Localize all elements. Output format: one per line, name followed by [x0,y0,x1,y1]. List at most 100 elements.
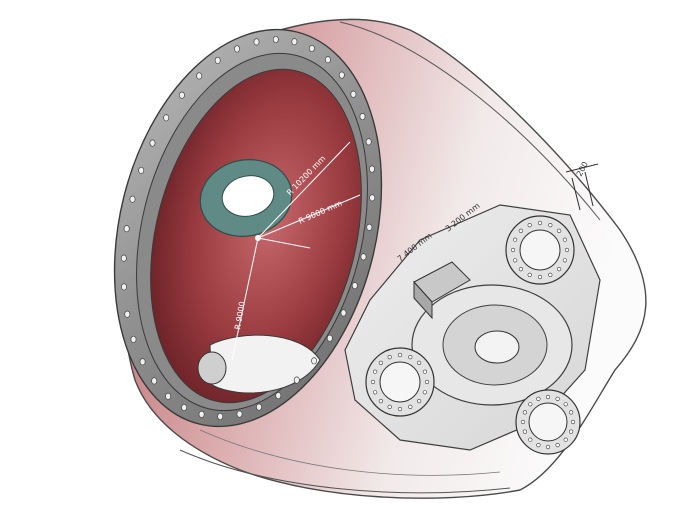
port-bolt-hole [548,223,553,228]
flange-bolt-hole [198,410,205,418]
port-bolt-hole [556,267,562,272]
flange-bolt-hole [123,225,130,233]
flange-bolt-hole [139,358,146,366]
flange-bolt-hole [178,91,185,99]
port-bolt-hole [564,247,570,253]
flange-bolt-hole [121,283,127,291]
port-bolt-hole [562,237,568,242]
port-bolt-hole [422,390,428,395]
port-bolt-hole [417,360,422,366]
port-bolt-hole [527,223,532,228]
inner-small-port [197,351,227,385]
port-bolt-hole [528,437,533,442]
port-bolt-hole [555,396,560,402]
port-bolt-hole [545,394,551,400]
flange-bolt-hole [351,282,358,290]
port-bolt-hole [417,399,422,404]
flange-bolt-hole [293,376,300,384]
flange-bolt-hole [338,71,345,79]
flange-bolt-hole [130,335,137,343]
flange-bolt-hole [308,44,315,53]
flange-bolt-hole [311,357,318,365]
port-bolt-hole [528,402,533,407]
port-bolt-hole [536,443,541,448]
flange-bolt-hole [365,138,372,146]
port-bolt-hole [545,444,551,450]
port-bolt-hole [373,369,378,374]
port-bolt-hole [512,258,518,263]
shell-contour-top [339,21,601,221]
port-bolt-hole [537,274,543,280]
flange-bolt-hole [360,253,367,261]
flange-bolt-hole [149,139,156,147]
port-bottom-right [515,389,581,455]
flange-bolt-hole [217,412,224,421]
port-bolt-hole [555,443,560,448]
port-left [365,347,435,417]
flange-bolt-hole [350,90,357,98]
flange-bolt-hole [129,195,136,203]
port-bolt-hole [562,258,568,263]
port-bolt-hole [556,228,562,233]
flange-bolt-hole [236,410,243,418]
flange-bolt-hole [124,310,131,318]
port-bolt-hole [424,379,430,385]
port-bolt-hole [387,355,392,360]
flange-bolt-hole [275,392,282,400]
label-edge-offset: 200 [575,160,590,178]
teal-insert-bore [221,175,275,217]
port-bolt-hole [378,399,384,404]
flange-bolt-hole [326,334,333,342]
flange-bolt-hole [369,165,375,173]
mounting-block-side [413,280,433,320]
flange-bolt-hole [366,223,373,231]
inner-lower-opening [209,334,321,394]
port-bolt-hole [408,404,413,410]
port-bolt-hole [568,429,574,434]
port-bolt-hole [568,410,574,415]
flange-bolt-hole [359,113,366,121]
port-bolt-hole [522,429,528,434]
edge-offset-dimension [565,163,599,211]
port-bolt-hole [536,396,541,402]
port-bolt-hole [397,406,403,412]
flange-bolt-hole [181,403,188,412]
flange-bolt-hole [256,403,262,411]
port-bolt-hole [370,379,376,385]
port-bolt-hole [397,352,403,358]
flange-bolt-hole [253,38,260,46]
center-marker [255,235,261,241]
port-bolt-hole [387,404,392,410]
flange-bolt-hole [324,56,331,64]
shell-contour-bottom-2 [199,429,501,476]
flange-bolt-hole [214,56,221,64]
port-bolt-hole [570,419,576,425]
port-bolt-hole [527,272,532,278]
port-bolt-hole [512,237,518,242]
flange-bolt-hole [151,377,158,385]
port-bolt-hole [518,267,524,272]
port-bolt-hole [422,369,428,374]
flange-bolt-hole [196,72,203,80]
flange-bolt-hole [272,35,279,44]
flange-bolt-hole [291,38,298,46]
central-bore [474,330,520,364]
flange-bolt-hole [138,166,145,174]
port-bolt-hole [520,419,526,425]
flange-bolt-hole [163,114,170,122]
port-bolt-hole [408,355,413,360]
flange-bolt-hole [369,194,376,202]
port-top-right [505,215,575,285]
dimension-lines [231,141,361,361]
port-bolt-hole [563,402,568,407]
shell-contour-bottom [179,449,511,494]
port-bolt-hole [510,247,516,253]
port-bolt-hole [378,360,384,366]
flange-bolt-hole [340,309,347,317]
port-bolt-hole [518,228,524,233]
flange-bolt-hole [165,392,172,400]
flange-bolt-hole [234,45,240,53]
port-bolt-hole [373,390,378,395]
